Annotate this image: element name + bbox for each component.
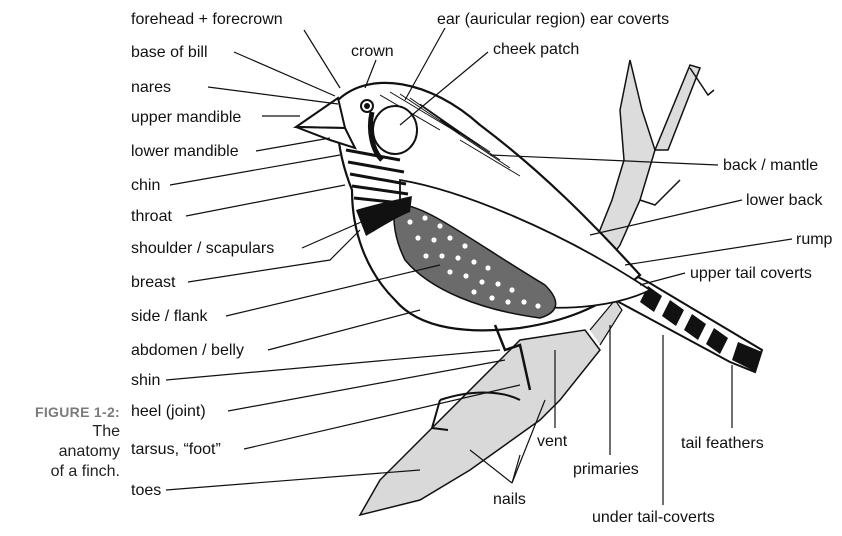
label-upper-mandible: upper mandible [131, 109, 241, 126]
label-side-flank: side / flank [131, 308, 208, 325]
label-breast: breast [131, 274, 176, 291]
label-shoulder: shoulder / scapulars [131, 240, 274, 257]
label-chin: chin [131, 177, 160, 194]
label-upper-tail: upper tail coverts [690, 265, 812, 282]
label-abdomen: abdomen / belly [131, 342, 244, 359]
label-toes: toes [131, 482, 161, 499]
label-under-tail: under tail-coverts [592, 509, 715, 526]
label-vent: vent [537, 433, 568, 450]
label-crown: crown [351, 43, 394, 60]
label-base-of-bill: base of bill [131, 44, 208, 61]
label-ear: ear (auricular region) ear coverts [437, 11, 669, 28]
label-cheek: cheek patch [493, 41, 579, 58]
finch-illustration [296, 83, 650, 430]
label-back: back / mantle [723, 157, 818, 174]
label-primaries: primaries [573, 461, 639, 478]
label-lower-back: lower back [746, 192, 823, 209]
label-tarsus: tarsus, “foot” [131, 441, 221, 458]
label-shin: shin [131, 372, 160, 389]
label-throat: throat [131, 208, 172, 225]
label-nares: nares [131, 79, 171, 96]
label-nails: nails [493, 491, 526, 508]
label-lower-mandible: lower mandible [131, 143, 239, 160]
label-heel: heel (joint) [131, 403, 206, 420]
label-tail: tail feathers [681, 435, 764, 452]
label-rump: rump [796, 231, 833, 248]
label-forehead: forehead + forecrown [131, 11, 283, 28]
